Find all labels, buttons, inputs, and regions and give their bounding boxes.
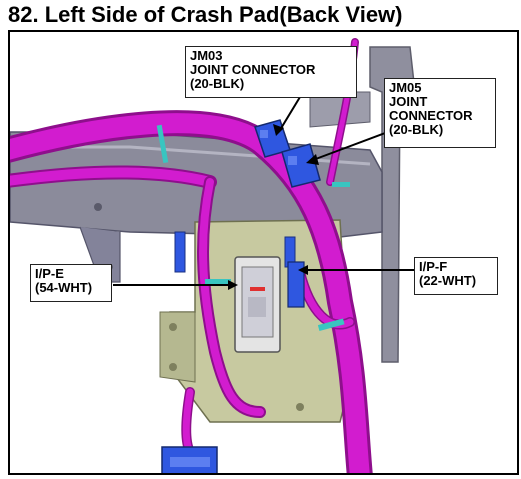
callout-jm03-line2: JOINT CONNECTOR [190,62,316,77]
harness-illustration [10,38,416,473]
callout-jm05-line1: JM05 [389,80,422,95]
blue-clip-left [174,231,186,273]
page-title: 82. Left Side of Crash Pad(Back View) [8,2,403,27]
tape-marks [156,124,350,331]
ip-f-connector [287,261,305,308]
bottom-blue-connector [161,446,218,473]
callout-jm03-line3: (20-BLK) [190,76,245,91]
ip-e-connector [234,256,281,353]
callout-jm03-line1: JM03 [190,48,223,63]
right-bracket [309,46,416,363]
callout-ip-e-line1: I/P-E [35,266,64,281]
callout-ip-e-line2: (54-WHT) [35,280,93,295]
callout-jm05-line3: CONNECTOR [389,108,473,123]
jm05-connector [281,143,321,188]
callout-jm05-line2: JOINT [389,94,428,109]
callout-jm03: JM03 JOINT CONNECTOR (20-BLK) [185,46,357,98]
callout-ip-e: I/P-E (54-WHT) [30,264,112,302]
arrow-heads [228,124,319,290]
callout-ip-f-line2: (22-WHT) [419,273,477,288]
callout-ip-f-line1: I/P-F [419,259,448,274]
diagram-frame: JM03 JOINT CONNECTOR (20-BLK) JM05 JOINT… [8,30,519,475]
leader-arrows [113,96,414,286]
callout-jm05: JM05 JOINT CONNECTOR (20-BLK) [384,78,496,148]
callout-ip-f: I/P-F (22-WHT) [414,257,498,295]
callout-jm05-line4: (20-BLK) [389,122,444,137]
